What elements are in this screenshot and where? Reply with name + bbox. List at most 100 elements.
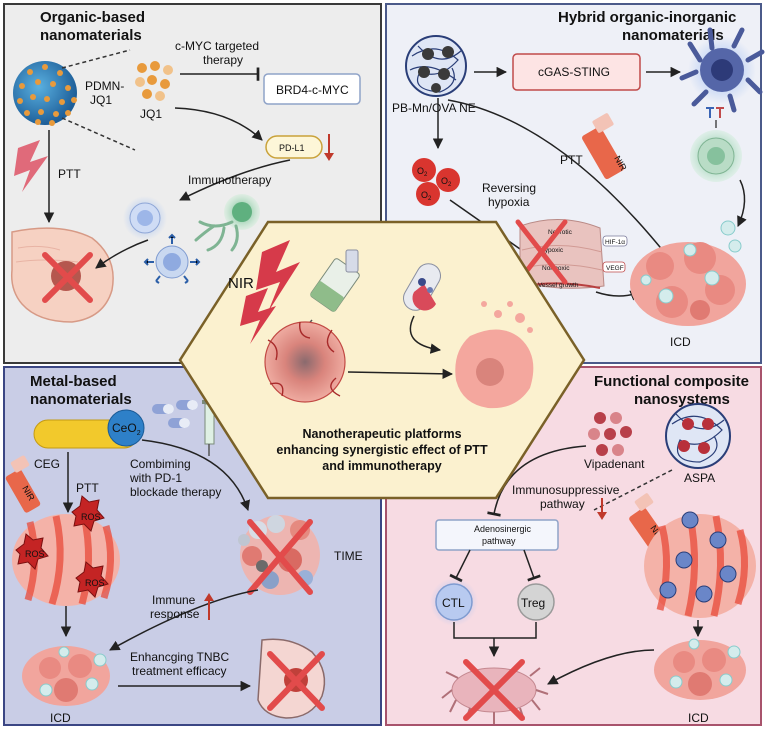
adenosinergic-box bbox=[435, 519, 559, 551]
vipadenant-label: Vipadenant bbox=[584, 457, 645, 471]
nir-laser-icon: NIR bbox=[582, 113, 629, 180]
pdl1-down-arrow-icon bbox=[324, 134, 334, 161]
ros-label-2: ROS bbox=[81, 512, 101, 522]
pdmn-jq1-nanoparticle-icon bbox=[13, 61, 77, 126]
metal-nir-laser-icon: NIR bbox=[5, 455, 41, 513]
svg-text:O2: O2 bbox=[441, 176, 452, 188]
metal-icd-cluster-icon bbox=[22, 646, 110, 706]
pbmn-label: PB-Mn/OVA NE bbox=[392, 101, 476, 115]
immunosuppressive-label-line1: Immunosuppressive bbox=[512, 483, 620, 497]
ros-label-1: ROS bbox=[25, 549, 45, 559]
adenosinergic-label-line1: Adenosinergic bbox=[474, 524, 532, 534]
antigen-presentation-icon bbox=[706, 107, 724, 118]
immunosuppressive-label-line2: pathway bbox=[540, 497, 585, 511]
cgas-sting-box bbox=[512, 53, 641, 91]
ros-label-3: ROS bbox=[85, 578, 105, 588]
organic-title-line1: Organic-based bbox=[40, 9, 145, 26]
metal-ptt-label: PTT bbox=[76, 481, 99, 495]
ceg-capsule-icon: CeO2 bbox=[33, 409, 145, 449]
time-label: TIME bbox=[334, 549, 363, 563]
immunosuppressive-down-arrow-icon bbox=[597, 498, 607, 520]
pdmn-label-line1: PDMN- bbox=[85, 79, 124, 93]
cmyc-label-line2: therapy bbox=[203, 53, 243, 67]
functional-title-line2: nanosystems bbox=[634, 391, 730, 408]
breast-tumor-crossed-icon bbox=[10, 227, 114, 323]
functional-icd-cluster-icon bbox=[654, 638, 746, 700]
vegf-label: VEGF bbox=[606, 265, 624, 272]
aspa-nanoparticle-icon bbox=[665, 403, 731, 469]
metal-title-line2: nanomaterials bbox=[30, 391, 132, 408]
immune-label-line2: response bbox=[150, 607, 200, 621]
immune-cells-icon bbox=[123, 194, 260, 284]
ros-tumor-icon: ROS ROS ROS bbox=[12, 495, 120, 606]
jq1-molecules-icon bbox=[135, 61, 173, 101]
cmyc-label-line1: c-MYC targeted bbox=[175, 39, 259, 53]
functional-heated-tumor-icon bbox=[644, 511, 756, 618]
laser-lightning-icon bbox=[14, 140, 48, 192]
hypoxic-tissue-icon: Necrotic Hypoxic Normoxic Vessel growth … bbox=[515, 219, 628, 289]
cgas-sting-label: cGAS-STING bbox=[538, 65, 610, 79]
pdl1-label: PD-L1 bbox=[279, 143, 305, 153]
brd4-box bbox=[263, 73, 361, 105]
center-caption-line2: enhancing synergistic effect of PTT bbox=[276, 443, 488, 457]
svg-text:O2: O2 bbox=[417, 166, 428, 178]
center-nir-label: NIR bbox=[228, 275, 254, 292]
vipadenant-molecules-icon bbox=[588, 412, 632, 456]
treg-cell-icon bbox=[517, 583, 555, 621]
brd4-label: BRD4-c-MYC bbox=[276, 83, 349, 97]
oxygen-bubbles-icon: O2 O2 O2 bbox=[412, 158, 460, 206]
necrotic-label: Necrotic bbox=[548, 229, 573, 236]
jq1-label: JQ1 bbox=[140, 107, 162, 121]
organic-ptt-label: PTT bbox=[58, 167, 81, 181]
hybrid-title-line2: nanomaterials bbox=[622, 27, 724, 44]
pb-mn-nanoemulsion-icon bbox=[405, 35, 467, 97]
center-damaged-tumor-icon bbox=[455, 301, 534, 409]
organic-title-line2: nanomaterials bbox=[40, 27, 142, 44]
immune-label-line1: Immune bbox=[152, 593, 196, 607]
pdmn-label-line2: JQ1 bbox=[90, 93, 112, 107]
center-syringe-icon bbox=[297, 249, 360, 337]
ctl-cell-icon bbox=[430, 578, 478, 626]
treg-label: Treg bbox=[521, 596, 545, 610]
hybrid-title-line1: Hybrid organic-inorganic bbox=[558, 9, 736, 26]
center-tumor-icon bbox=[264, 321, 346, 403]
functional-title-line1: Functional composite bbox=[594, 373, 749, 390]
ceg-label: CEG bbox=[34, 457, 60, 471]
functional-icd-label: ICD bbox=[688, 711, 709, 725]
organic-section: Organic-based nanomaterials PDMN- JQ1 JQ… bbox=[10, 9, 361, 323]
combining-label-line3: blockade therapy bbox=[130, 485, 221, 499]
drug-pills-icon bbox=[152, 400, 198, 428]
hybrid-icd-label: ICD bbox=[670, 335, 691, 349]
functional-tumor-crossed-icon bbox=[441, 659, 549, 724]
center-caption-line1: Nanotherapeutic platforms bbox=[302, 427, 461, 441]
reversing-label-line2: hypoxia bbox=[488, 195, 530, 209]
ctl-label: CTL bbox=[442, 596, 465, 610]
adenosinergic-label-line2: pathway bbox=[482, 536, 516, 546]
metal-title-line1: Metal-based bbox=[30, 373, 117, 390]
center-capsule-icon bbox=[403, 263, 441, 311]
enhancing-label-line1: Enhancging TNBC bbox=[130, 650, 230, 664]
pdl1-box bbox=[265, 135, 323, 159]
dendritic-cell-icon bbox=[679, 27, 765, 113]
center-caption-line3: and immunotherapy bbox=[322, 459, 442, 473]
immunotherapy-label: Immunotherapy bbox=[188, 173, 271, 187]
hybrid-ptt-label: PTT bbox=[560, 153, 583, 167]
immune-up-arrow-icon bbox=[204, 593, 214, 620]
metal-breast-crossed-icon bbox=[257, 638, 326, 719]
functional-section: Functional composite nanosystems Vipaden… bbox=[430, 373, 756, 725]
enhancing-label-line2: treatment efficacy bbox=[132, 664, 227, 678]
time-microenvironment-crossed-icon bbox=[238, 515, 320, 595]
aspa-label: ASPA bbox=[684, 471, 715, 485]
center-nir-lightning-icon bbox=[240, 240, 300, 344]
t-cell-icon bbox=[690, 130, 742, 182]
reversing-label-line1: Reversing bbox=[482, 181, 536, 195]
combining-label-line2: with PD-1 bbox=[129, 471, 182, 485]
hybrid-section: Hybrid organic-inorganic nanomaterials P… bbox=[392, 9, 765, 349]
hypoxic-label: Hypoxic bbox=[540, 247, 564, 254]
metal-icd-label: ICD bbox=[50, 711, 71, 725]
metal-section: Metal-based nanomaterials CeO2 CEG Combi… bbox=[5, 373, 363, 725]
svg-text:CeO2: CeO2 bbox=[112, 421, 141, 437]
center-hexagon: NIR Nanotherapeutic pla bbox=[178, 220, 586, 500]
vessel-label: Vessel growth bbox=[538, 282, 579, 289]
